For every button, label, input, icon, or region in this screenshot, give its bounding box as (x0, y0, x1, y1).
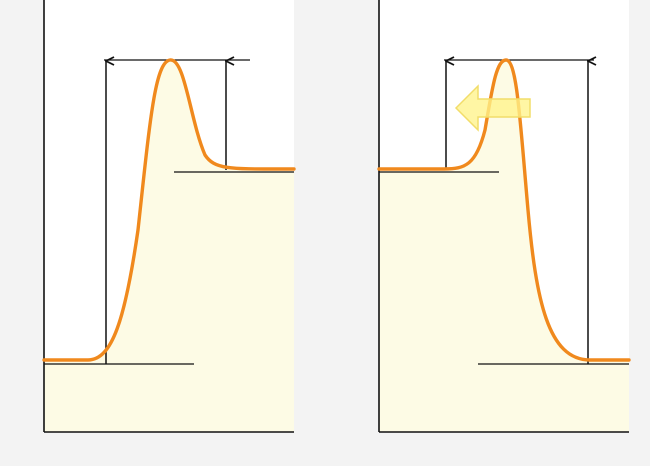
right-area-fill (379, 60, 629, 432)
left-energy-curve (42, 58, 296, 362)
left-area-fill (44, 59, 294, 433)
right-energy-curve (377, 58, 631, 362)
left-arrow-icon (454, 84, 531, 132)
right-panel (377, 0, 631, 433)
left-panel (42, 0, 296, 433)
